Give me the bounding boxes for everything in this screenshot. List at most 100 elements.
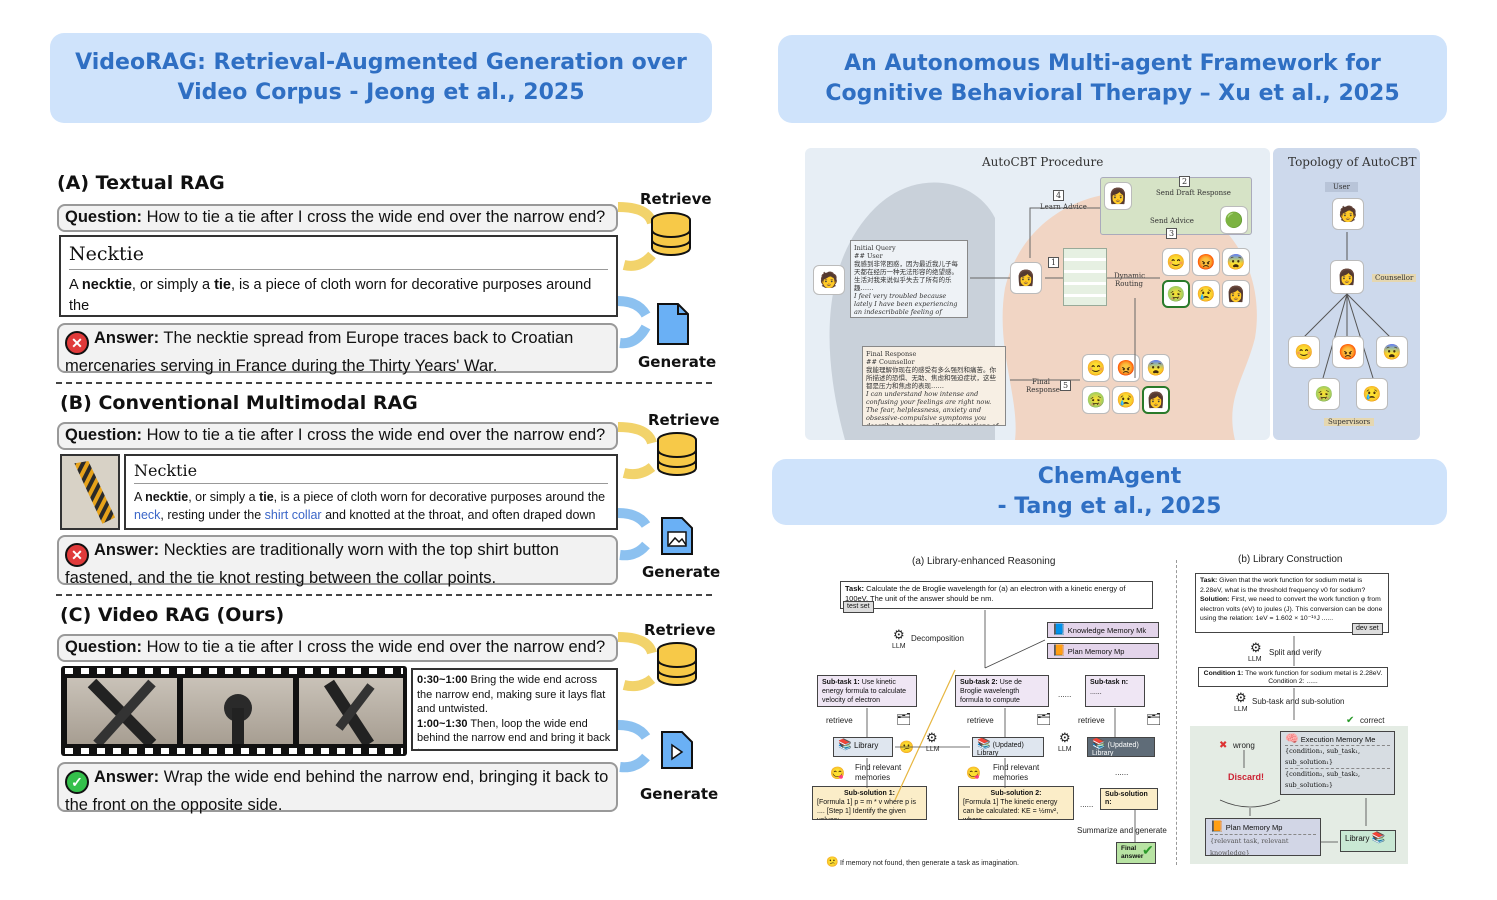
supervisor-sadness-icon: 😢 [1192, 280, 1220, 308]
database-icon [651, 212, 691, 256]
construction-arrows [1219, 636, 1367, 843]
subsolution-2-box: Sub-solution 2:[Formula 1] The kinetic e… [958, 786, 1074, 820]
step-3: 3 [1166, 228, 1178, 239]
check-icon: ✔ [1142, 842, 1154, 858]
topology-anger-icon: 😡 [1332, 336, 1364, 368]
chem-task-box: Task: Calculate the de Broglie wavelengt… [840, 581, 1153, 609]
document-box-b: Necktie A necktie, or simply a tie, is a… [124, 454, 618, 530]
library-icon: 📚 [1371, 832, 1386, 844]
topology-edges [1302, 232, 1392, 379]
send-draft-label: Send Draft Response [1156, 189, 1231, 197]
videorag-banner-text: VideoRAG: Retrieval-Augmented Generation… [75, 50, 687, 105]
chemagent-banner-line1: ChemAgent [1037, 464, 1182, 489]
doc-title: Necktie [69, 243, 144, 265]
section-a-title: (A) Textual RAG [57, 172, 225, 194]
videorag-banner: VideoRAG: Retrieval-Augmented Generation… [50, 33, 712, 123]
llm-label: LLM [1248, 656, 1262, 663]
chem-a-title: (a) Library-enhanced Reasoning [912, 556, 1056, 567]
step-4: 4 [1053, 190, 1065, 201]
answer-text-a: The necktie spread from Europe traces ba… [65, 329, 574, 375]
generate-label-c: Generate [640, 785, 719, 803]
user-avatar-icon: 🧑 [813, 265, 845, 295]
final-response-box: Final Response ## Counsellor 我能理解你现在的感受有… [862, 346, 1006, 426]
subsolution-n-box: Sub-solution n:... [1100, 788, 1158, 810]
brain-icon: 🧠 [1285, 733, 1299, 745]
ellipsis: ...... [1115, 768, 1129, 777]
answer-box-c: ✓Answer: Wrap the wide end behind the na… [57, 762, 618, 814]
counsellor-grid-icon: 👩 [1222, 280, 1250, 308]
topology-supervisors-label: Supervisors [1324, 418, 1375, 426]
counsellor-small-icon: 👩 [1104, 182, 1132, 210]
plan-memory-box: 📙 Plan Memory Mp [1047, 643, 1159, 659]
tie-frame-icon [323, 679, 375, 748]
condition-box: Condition 1: The work function for sodiu… [1198, 667, 1388, 687]
supervisor-green-icon: 🟢 [1220, 206, 1248, 234]
topology-title: Topology of AutoCBT [1288, 155, 1417, 169]
retrieve-label: retrieve [967, 716, 994, 725]
chem-arrows [866, 610, 1136, 842]
procedure-title: AutoCBT Procedure [982, 155, 1104, 169]
question-box-a: Question: How to tie a tie after I cross… [57, 204, 618, 232]
topology-disgust-icon: 🤢 [1308, 378, 1340, 410]
tie-frame-icon [87, 678, 157, 749]
updated-library-box-n: 📚 (Updated) Library [1087, 737, 1155, 757]
dynamic-routing-label: Dynamic Routing [1114, 272, 1146, 288]
film-holes-bottom [65, 748, 403, 754]
question-label: Question: [65, 426, 142, 444]
autocbt-banner: An Autonomous Multi-agent Framework for … [778, 35, 1447, 123]
question-text: How to tie a tie after I cross the wide … [146, 638, 606, 656]
happy-face-icon: 😋 [966, 766, 981, 780]
ellipsis: ...... [1080, 800, 1094, 809]
question-text: How to tie a tie after I cross the wide … [146, 208, 606, 226]
openai-llm-icon: ⚙ [1235, 690, 1247, 705]
learn-advice-label: Learn Advice [1040, 203, 1087, 211]
final-response-label: Final Response [1026, 378, 1060, 394]
send-advice-label: Send Advice [1150, 217, 1194, 225]
retrieve-label-c: Retrieve [644, 621, 716, 639]
video-filmstrip [61, 666, 407, 756]
topology-joy-icon: 😊 [1288, 336, 1320, 368]
doc-divider [134, 483, 608, 484]
openai-llm-icon: ⚙ [926, 730, 938, 745]
chem-footnote: If memory not found, then generate a tas… [840, 860, 1019, 867]
knowledge-memory-box: 📘 Knowledge Memory Mk [1047, 622, 1159, 638]
happy-face-icon: 😋 [830, 766, 845, 780]
doc-title: Necktie [134, 461, 198, 480]
doc-divider [69, 269, 608, 270]
final-answer-box: Final answer [1116, 842, 1156, 864]
split-verify-label: Split and verify [1269, 648, 1322, 657]
subtask-1-box: Sub-task 1: Use kinetic energy formula t… [817, 675, 917, 707]
library-box: 📚 Library [833, 737, 893, 757]
answer-label: Answer: [94, 768, 160, 786]
section-c-title: (C) Video RAG (Ours) [60, 604, 285, 626]
supervisor-disgust-icon: 🤢 [1162, 280, 1190, 308]
supervisor-fear-icon: 😨 [1222, 248, 1250, 276]
topology-sadness-icon: 😢 [1356, 378, 1388, 410]
unsure-face-icon: 😕 [826, 857, 839, 868]
answer-label: Answer: [94, 541, 160, 559]
generate-label-b: Generate [642, 563, 721, 581]
library-icon: 📚 [838, 739, 852, 751]
subtask-n-box: Sub-task n:...... [1085, 675, 1145, 707]
find-memories-label: Find relevant memories [855, 763, 902, 782]
video-frame-1 [67, 678, 177, 749]
doc-text: A necktie, or simply a tie, is a piece o… [69, 277, 592, 314]
dev-set-tag: dev set [1352, 623, 1383, 635]
topology-user-label: User [1325, 182, 1358, 192]
supervisor-fear-icon: 😨 [1142, 354, 1170, 382]
discard-label: Discard! [1228, 772, 1265, 782]
initial-query-box: Initial Query ## User 我感到非常困惑，因为最近我儿子每天都… [850, 240, 968, 318]
correct-icon: ✔ [1346, 715, 1355, 726]
subtask-subsolution-label: Sub-task and sub-solution [1252, 697, 1345, 706]
llm-label: LLM [1058, 746, 1072, 753]
tie-frame-icon [224, 694, 252, 744]
find-memories-label: Find relevant memories [993, 763, 1040, 782]
video-file-icon [661, 731, 693, 769]
database-icon [657, 642, 697, 686]
wrong-icon: ✕ [65, 543, 89, 567]
retrieve-label: retrieve [1078, 716, 1105, 725]
summarize-label: Summarize and generate [1077, 826, 1167, 835]
supervisor-disgust-icon: 🤢 [1082, 386, 1110, 414]
answer-box-b: ✕Answer: Neckties are traditionally worn… [57, 535, 618, 587]
b-task-box: Task: Given that the work function for s… [1195, 573, 1389, 633]
